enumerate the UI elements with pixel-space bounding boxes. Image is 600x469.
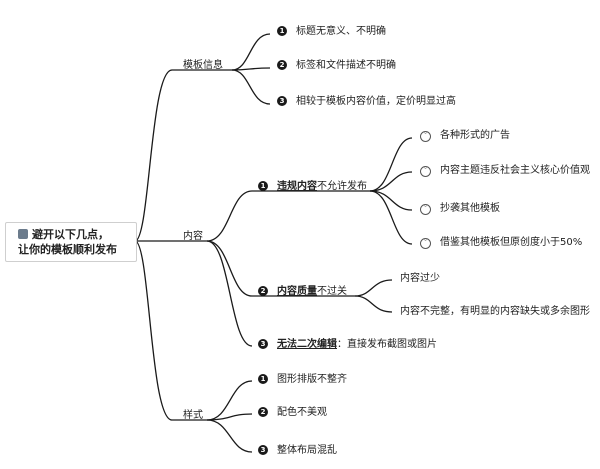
connector-sub2-2	[354, 295, 393, 313]
connector-info-1	[231, 33, 271, 71]
sub-bold-label: 无法二次编辑	[277, 339, 337, 350]
violation-item-2: ˘内容主题违反社会主义核心价值观	[420, 165, 590, 177]
connector-content-1	[206, 190, 253, 242]
connector-root-style	[134, 240, 173, 421]
root-line-1: 避开以下几点，	[18, 228, 109, 241]
connector-sub1-3	[369, 190, 413, 211]
violation-item-1: ˘各种形式的广告	[420, 130, 510, 142]
violation-item-3: ˘抄袭其他模板	[420, 203, 500, 215]
number-badge: 3	[258, 445, 268, 455]
root-line-2: 让你的模板顺利发布	[18, 243, 117, 256]
sad-face-icon: ˘	[420, 166, 431, 177]
root-node: 避开以下几点， 让你的模板顺利发布	[5, 222, 137, 262]
sad-face-icon: ˘	[420, 204, 431, 215]
sad-face-icon: ˘	[420, 131, 431, 142]
number-badge: 3	[277, 96, 287, 106]
branch-label-template-info: 模板信息	[183, 60, 223, 71]
branch-label-style: 样式	[183, 410, 203, 421]
connector-content-3	[206, 240, 253, 347]
connector-sub2-1	[354, 279, 393, 297]
person-icon	[18, 229, 28, 239]
sub-bold-label: 内容质量	[277, 286, 317, 297]
connector-sub1-1	[369, 137, 413, 192]
quality-item-1: 内容过少	[400, 273, 440, 284]
branch-label-content: 内容	[183, 231, 203, 242]
connector-info-3	[231, 69, 271, 105]
connector-sub1-2	[369, 171, 413, 192]
connector-sub1-4	[369, 190, 413, 245]
quality-item-2: 内容不完整，有明显的内容缺失或多余图形	[400, 306, 590, 317]
connector-content-2	[206, 240, 253, 297]
number-badge: 2	[277, 60, 287, 70]
number-badge: 2	[258, 286, 268, 296]
connector-style-2	[206, 413, 253, 421]
number-badge: 1	[277, 26, 287, 36]
connector-style-1	[206, 380, 253, 421]
connector-info-2	[231, 67, 271, 71]
number-badge: 2	[258, 407, 268, 417]
number-badge: 3	[258, 339, 268, 349]
sub-bold-label: 违规内容	[277, 181, 317, 192]
number-badge: 1	[258, 374, 268, 384]
connector-root-template-info	[134, 69, 173, 242]
violation-item-4: ˘借鉴其他模板但原创度小于50%	[420, 237, 582, 249]
connector-style-3	[206, 419, 253, 453]
number-badge: 1	[258, 181, 268, 191]
sad-face-icon: ˘	[420, 238, 431, 249]
